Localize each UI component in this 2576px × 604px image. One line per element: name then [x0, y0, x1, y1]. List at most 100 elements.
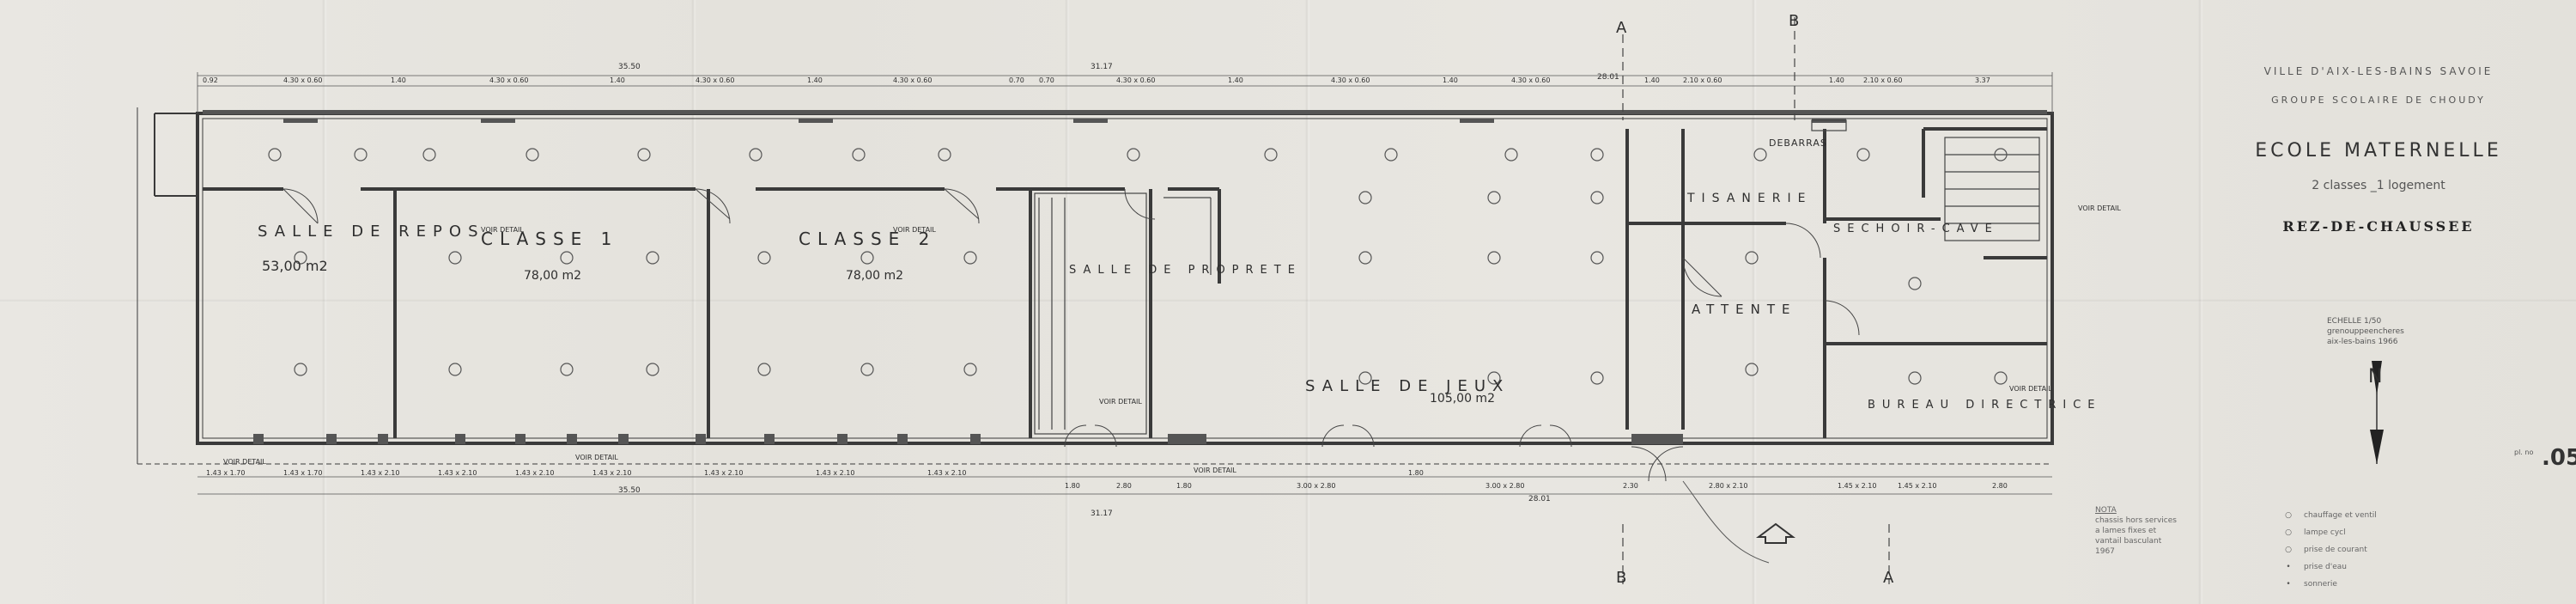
paper-fold	[691, 0, 696, 604]
legend-item: •prise d'eau	[2280, 558, 2377, 576]
room-labels: SALLE DE REPOS 53,00 m2 CLASSE 1 78,00 m…	[258, 137, 2102, 412]
nota-line: chassis hors services	[2095, 516, 2177, 525]
legend-item: ○lampe cycl	[2280, 524, 2377, 541]
bottom-total-left: 35.50	[618, 486, 641, 495]
dim-label: 4.30 x 0.60	[283, 76, 322, 84]
dim-label: 1.80	[1176, 482, 1192, 490]
light-fixtures	[268, 148, 2008, 385]
north-arrow	[2370, 361, 2384, 464]
paper-fold-horizontal	[0, 299, 2576, 302]
nota-line: a lames fixes et	[2095, 527, 2157, 535]
door-swings	[283, 188, 1860, 482]
section-lines	[1622, 17, 1890, 584]
room-salle-proprete: SALLE DE PROPRETE	[1069, 264, 1302, 277]
dim-label: 1.40	[391, 76, 406, 84]
paper-fold	[1065, 0, 1070, 604]
bottom-total-center: 31.17	[1091, 509, 1113, 518]
thin-partitions	[1034, 119, 2040, 435]
legend-item: ○ chauffage et ventil	[2280, 507, 2377, 524]
scale-line: aix-les-bains 1966	[2327, 338, 2398, 346]
school-group: GROUPE SCOLAIRE DE CHOUDY	[2271, 95, 2486, 106]
room-classe-1-area: 78,00 m2	[524, 269, 581, 283]
callout-voir-detail: VOIR DETAIL	[481, 226, 524, 234]
dot-icon: •	[2286, 580, 2291, 589]
section-mark-b-bottom: B	[1616, 569, 1626, 587]
room-attente: ATTENTE	[1692, 302, 1797, 317]
bottom-dimension-labels: 1.43 x 1.70 1.43 x 1.70 1.43 x 2.10 1.43…	[206, 469, 2008, 490]
top-windows	[203, 110, 2047, 123]
circle-icon: ○	[2285, 528, 2292, 537]
dim-label: 0.70	[1039, 76, 1054, 84]
room-salle-jeux-area: 105,00 m2	[1430, 392, 1495, 406]
sheet-label: pl. no	[2514, 448, 2534, 456]
circle-icon: ○	[2285, 511, 2292, 520]
room-debarras: DEBARRAS	[1769, 137, 1827, 149]
legend-label: prise d'eau	[2304, 563, 2347, 571]
sheet-number-value: 05	[2549, 445, 2576, 471]
dim-label: 1.80	[1408, 469, 1424, 477]
callout-voir-detail: VOIR DETAIL	[575, 454, 618, 461]
room-salle-repos-area: 53,00 m2	[262, 258, 328, 274]
dim-label: 2.30	[1623, 482, 1638, 490]
circle-icon: ○	[2285, 546, 2292, 554]
dim-label: 1.80	[1065, 482, 1080, 490]
dim-label: 4.30 x 0.60	[893, 76, 932, 84]
legend-item: ○prise de courant	[2280, 541, 2377, 558]
nota-line: 1967	[2095, 547, 2115, 556]
dim-label: 4.30 x 0.60	[1511, 76, 1550, 84]
dim-label: 1.43 x 1.70	[283, 469, 322, 477]
dim-label: 1.43 x 2.10	[704, 469, 743, 477]
dim-label: 3.37	[1975, 76, 1990, 84]
room-tisanerie: TISANERIE	[1686, 192, 1812, 205]
floor-name: REZ-DE-CHAUSSEE	[2282, 218, 2475, 235]
dim-label: 1.43 x 2.10	[816, 469, 854, 477]
dim-label: 4.30 x 0.60	[1116, 76, 1155, 84]
scale-note: ECHELLE 1/50 grenouppeencheres aix-les-b…	[2327, 316, 2404, 347]
section-mark-b-top: B	[1789, 12, 1799, 30]
room-salle-jeux: SALLE DE JEUX	[1305, 377, 1510, 395]
dim-label: 1.40	[610, 76, 625, 84]
paper-fold	[1752, 0, 1757, 604]
scale-line: ECHELLE 1/50	[2327, 317, 2382, 326]
dim-label: 4.30 x 0.60	[489, 76, 528, 84]
room-salle-repos: SALLE DE REPOS	[258, 223, 485, 241]
bottom-dimension-line	[197, 476, 2052, 495]
dim-label: 1.45 x 2.10	[1898, 482, 1936, 490]
room-sechoir-cave: SECHOIR-CAVE	[1833, 223, 1999, 235]
legend-item: • sonnerie	[2280, 576, 2377, 593]
room-bureau-directrice: BUREAU DIRECTRICE	[1868, 399, 2102, 412]
dim-label: 1.45 x 2.10	[1838, 482, 1876, 490]
dim-label: 0.70	[1009, 76, 1024, 84]
paper-fold	[322, 0, 327, 604]
dim-label: 1.43 x 2.10	[361, 469, 399, 477]
room-classe-2-area: 78,00 m2	[846, 269, 903, 283]
sheet-number: .05	[2542, 445, 2576, 471]
top-total-center: 31.17	[1091, 63, 1113, 71]
dim-label: 1.43 x 2.10	[592, 469, 631, 477]
paper-fold	[2198, 0, 2203, 604]
callout-voir-detail: VOIR DETAIL	[223, 458, 266, 466]
dim-label: 2.80 x 2.10	[1709, 482, 1747, 490]
north-label: N	[2368, 366, 2382, 387]
facade-columns	[253, 434, 1683, 444]
dim-label: 1.40	[1228, 76, 1243, 84]
legend-label: sonnerie	[2304, 580, 2337, 589]
dim-label: 3.00 x 2.80	[1297, 482, 1335, 490]
room-classe-1: CLASSE 1	[481, 229, 618, 249]
scale-line: grenouppeencheres	[2327, 327, 2404, 336]
callout-voir-detail: VOIR DETAIL	[1099, 398, 1142, 406]
entrance-arrow	[1756, 522, 1795, 544]
callout-voir-detail: VOIR DETAIL	[893, 226, 936, 234]
callout-voir-detail: VOIR DETAIL	[1194, 467, 1236, 474]
top-total-right: 28.01	[1597, 73, 1619, 82]
room-classe-2: CLASSE 2	[799, 229, 936, 249]
legend-label: chauffage et ventil	[2304, 511, 2377, 520]
dim-label: 1.40	[1829, 76, 1844, 84]
dim-label: 3.00 x 2.80	[1485, 482, 1524, 490]
dim-label: 4.30 x 0.60	[696, 76, 734, 84]
dim-label: 0.92	[203, 76, 218, 84]
dimension-totals: 35.50 31.17 28.01 35.50 31.17 28.01	[618, 63, 1619, 518]
paper-fold	[1305, 0, 1310, 604]
